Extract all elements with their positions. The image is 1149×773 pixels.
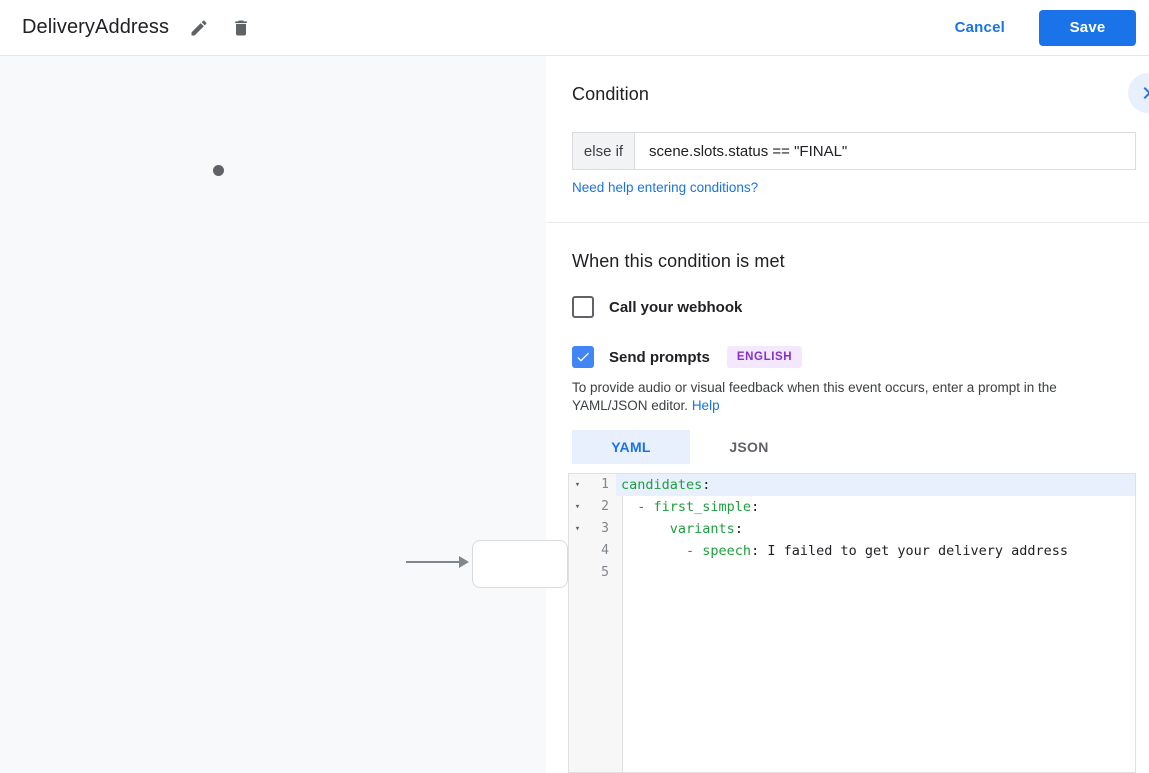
- page-title: DeliveryAddress: [22, 16, 170, 38]
- line-number: 4: [601, 543, 609, 558]
- hint-help-link[interactable]: Help: [691, 397, 720, 413]
- check-icon: [575, 349, 591, 365]
- condition-prefix: else if: [573, 133, 635, 169]
- call-webhook-label: Call your webhook: [609, 298, 743, 316]
- code-line[interactable]: ▾ 1 candidates:: [569, 474, 1135, 496]
- arrow-right-icon: [459, 556, 469, 568]
- send-prompts-checkbox[interactable]: [572, 346, 594, 368]
- delete-scene-button[interactable]: [229, 16, 253, 40]
- condition-help-link[interactable]: Need help entering conditions?: [572, 180, 759, 195]
- condition-expression-input[interactable]: [635, 133, 1135, 169]
- tab-yaml[interactable]: YAML: [572, 430, 690, 464]
- call-webhook-checkbox[interactable]: [572, 296, 594, 318]
- line-number: 5: [601, 565, 609, 580]
- code-text: [616, 562, 1135, 584]
- code-text: - speech: I failed to get your delivery …: [686, 543, 1069, 559]
- condition-input-row: else if: [572, 132, 1136, 170]
- chevron-right-icon: [1135, 81, 1149, 105]
- prompt-hint: To provide audio or visual feedback when…: [572, 379, 1130, 414]
- line-number: 2: [601, 499, 609, 514]
- webhook-row: Call your webhook: [572, 296, 742, 318]
- fold-arrow-icon[interactable]: ▾: [574, 502, 581, 512]
- condition-detail-panel: Condition else if Need help entering con…: [546, 56, 1149, 773]
- editor-code-area[interactable]: ▾ 1 candidates: ▾ 2 - first_simple: ▾ 3 varian…: [569, 474, 1135, 772]
- connector-dot: [213, 165, 224, 176]
- code-text: variants:: [669, 521, 743, 537]
- panel-divider: [546, 222, 1149, 223]
- connector-line-horizontal: [406, 561, 459, 563]
- code-line[interactable]: ▾ 3 variants:: [569, 518, 1135, 540]
- flow-diagram-panel: [0, 56, 546, 773]
- fold-spacer: [569, 562, 586, 584]
- yaml-code-editor[interactable]: ▾ 1 candidates: ▾ 2 - first_simple: ▾ 3 varian…: [568, 473, 1136, 773]
- collapse-panel-button[interactable]: [1128, 73, 1149, 113]
- condition-heading: Condition: [572, 84, 649, 104]
- when-condition-heading: When this condition is met: [572, 251, 785, 271]
- fold-spacer: [569, 540, 586, 562]
- fold-arrow-icon[interactable]: ▾: [574, 524, 581, 534]
- code-text: - first_simple:: [637, 499, 760, 515]
- code-text: candidates:: [616, 474, 1135, 496]
- pencil-icon: [189, 18, 209, 38]
- line-number: 3: [601, 521, 609, 536]
- prompt-hint-text: To provide audio or visual feedback when…: [572, 380, 1057, 413]
- send-prompts-row: Send prompts ENGLISH: [572, 346, 803, 368]
- code-line[interactable]: 5: [569, 562, 1135, 584]
- tab-json[interactable]: JSON: [729, 439, 769, 455]
- code-line[interactable]: 4 - speech: I failed to get your deliver…: [569, 540, 1135, 562]
- fold-arrow-icon[interactable]: ▾: [574, 480, 581, 490]
- edit-scene-button[interactable]: [187, 16, 211, 40]
- editor-gutter: [569, 474, 623, 772]
- save-button[interactable]: Save: [1039, 9, 1136, 46]
- line-number: 1: [601, 477, 609, 492]
- top-bar: DeliveryAddress Cancel Save: [0, 0, 1149, 56]
- editor-tabs: YAML JSON: [572, 430, 808, 464]
- send-prompts-label: Send prompts: [609, 348, 710, 366]
- code-line[interactable]: ▾ 2 - first_simple:: [569, 496, 1135, 518]
- cancel-button[interactable]: Cancel: [954, 19, 1005, 36]
- trash-icon: [231, 18, 251, 38]
- language-badge: ENGLISH: [726, 346, 803, 368]
- transition-target-box[interactable]: [472, 540, 568, 588]
